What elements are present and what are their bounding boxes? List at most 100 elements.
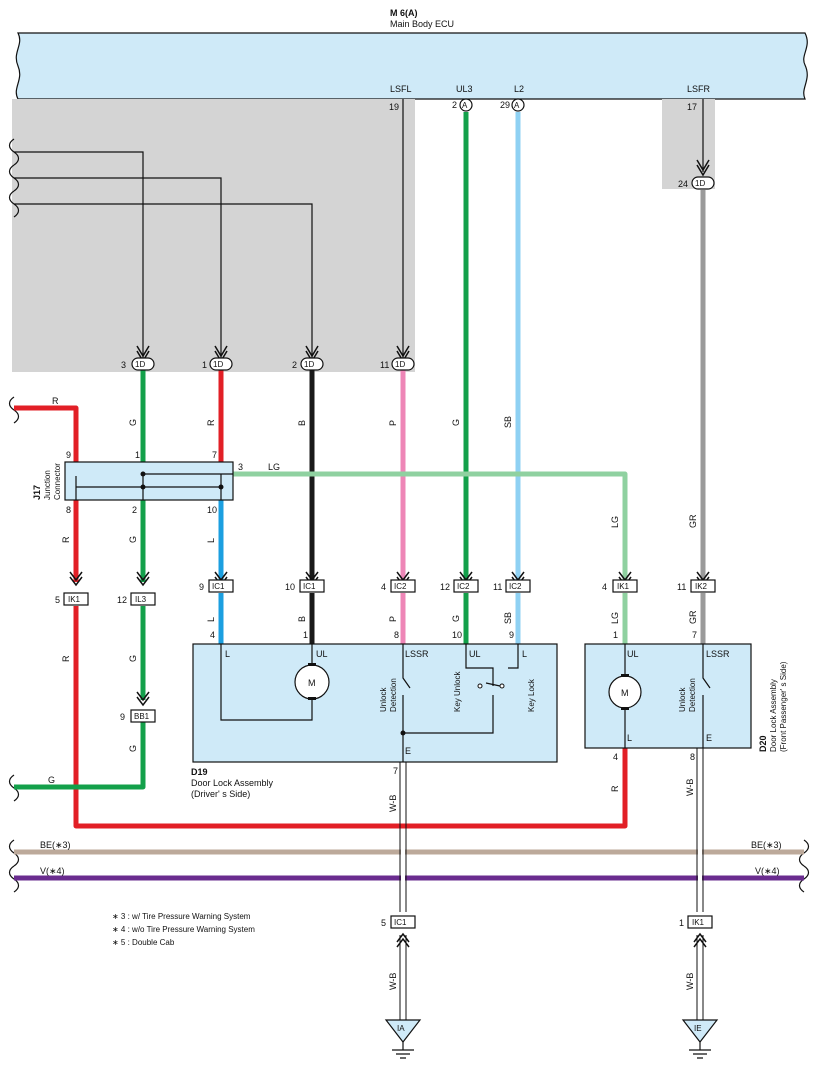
svg-text:IK2: IK2 [695,582,708,591]
conn-a-ul3: A [459,98,473,112]
svg-text:2: 2 [292,360,297,370]
d19-motor-icon: M [294,663,330,700]
svg-text:L: L [206,538,216,543]
svg-text:G: G [451,419,461,426]
svg-text:7: 7 [212,450,217,460]
svg-text:E: E [405,746,411,756]
svg-text:BB1: BB1 [134,712,150,721]
svg-text:10: 10 [285,582,295,592]
svg-text:5: 5 [381,918,386,928]
svg-text:∗ 5 : Double Cab: ∗ 5 : Double Cab [112,938,175,947]
svg-text:R: R [61,655,71,662]
svg-text:5: 5 [55,595,60,605]
svg-text:11: 11 [380,360,389,370]
svg-text:R: R [61,536,71,543]
svg-text:IC2: IC2 [394,582,407,591]
grey-area-right [662,99,715,189]
svg-text:G: G [128,745,138,752]
svg-text:R: R [206,419,216,426]
svg-text:W-B: W-B [685,779,695,796]
svg-text:A: A [462,101,468,110]
conn-ik2-11: IK2 11 [677,571,716,593]
svg-text:M: M [621,688,629,698]
ecu-code: M 6(A) [390,8,418,18]
svg-text:1D: 1D [695,179,705,188]
svg-text:IK1: IK1 [617,582,630,591]
conn-ic2-4: IC2 4 [381,571,416,593]
svg-text:(Driver' s Side): (Driver' s Side) [191,789,250,799]
svg-text:Detection: Detection [389,678,398,712]
svg-text:G: G [128,419,138,426]
grey-area-left [12,99,415,372]
svg-text:L: L [206,617,216,622]
svg-text:B: B [297,616,307,622]
svg-text:W-B: W-B [388,973,398,990]
svg-text:UL: UL [627,649,639,659]
svg-text:Connector: Connector [53,463,62,500]
svg-text:11: 11 [493,582,502,592]
svg-text:9: 9 [509,630,514,640]
svg-text:G: G [451,615,461,622]
svg-text:R: R [52,396,59,406]
ecu-pin-lsfl-num: 19 [389,102,399,112]
svg-text:L: L [522,649,527,659]
svg-text:12: 12 [440,582,450,592]
ecu-name: Main Body ECU [390,19,454,29]
svg-text:GR: GR [688,514,698,528]
svg-text:LG: LG [268,462,280,472]
svg-text:2: 2 [132,505,137,515]
conn-ik1-5: IK1 5 [55,571,89,606]
svg-text:9: 9 [120,712,125,722]
svg-text:IK1: IK1 [692,918,705,927]
conn-il3-12: IL3 12 [117,571,156,606]
svg-text:L: L [627,733,632,743]
svg-text:P: P [388,420,398,426]
svg-text:1D: 1D [135,360,145,369]
svg-text:Junction: Junction [43,470,52,500]
svg-text:W-B: W-B [388,795,398,812]
svg-text:LG: LG [610,612,620,624]
svg-text:G: G [128,536,138,543]
svg-text:UL: UL [316,649,328,659]
conn-1d-3: 1D 3 [121,345,155,371]
svg-text:1: 1 [679,918,684,928]
conn-1d-1: 1D 1 [202,345,233,371]
svg-text:1D: 1D [395,360,405,369]
wire-red-main [14,405,79,582]
j17-junction-connector: 9 1 7 3 8 2 10 J17 Junction Connector [32,450,243,515]
svg-text:7: 7 [393,766,398,776]
svg-text:D19: D19 [191,767,208,777]
conn-ic1-9: IC1 9 [199,571,234,593]
svg-text:IE: IE [694,1024,702,1033]
d19-door-lock-assembly: 4 1 8 10 9 7 L UL LSSR UL L E [191,630,558,799]
wire-green-bb1 [14,722,146,790]
svg-text:Unlock: Unlock [379,687,388,712]
svg-text:B: B [297,420,307,426]
svg-text:L: L [225,649,230,659]
conn-a-l2: A [511,98,525,112]
svg-text:V(∗4): V(∗4) [755,866,780,876]
svg-text:IC1: IC1 [394,918,407,927]
svg-text:8: 8 [66,505,71,515]
svg-text:IC2: IC2 [457,582,470,591]
svg-text:M: M [308,678,316,688]
oval-connectors: 1D 3 1D 1 1D 2 1D 11 1D [121,98,715,371]
ecu-pin-l2-label: L2 [514,84,524,94]
conn-ic2-11: IC2 11 [493,571,531,593]
svg-text:1: 1 [135,450,140,460]
svg-text:P: P [388,616,398,622]
footnotes: ∗ 3 : w/ Tire Pressure Warning System ∗ … [112,912,255,947]
svg-text:∗ 4 : w/o Tire Pressure Warnin: ∗ 4 : w/o Tire Pressure Warning System [112,925,255,934]
svg-text:4: 4 [210,630,215,640]
svg-text:4: 4 [602,582,607,592]
svg-text:IL3: IL3 [135,595,147,604]
svg-text:Door Lock Assembly: Door Lock Assembly [191,778,274,788]
ecu-pin-lsfl-label: LSFL [390,84,412,94]
svg-text:SB: SB [503,416,513,428]
svg-text:IK1: IK1 [68,595,81,604]
conn-1d-11: 1D 11 [380,345,415,371]
rect-connectors: IK1 5 IL3 12 IC1 9 IC1 10 IC2 4 [55,571,716,948]
svg-text:Key Unlock: Key Unlock [453,671,462,712]
svg-text:3: 3 [121,360,126,370]
